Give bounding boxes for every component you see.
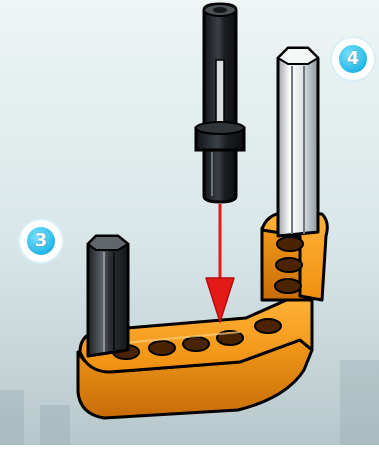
left-axle bbox=[88, 236, 128, 356]
step-3-label: 3 bbox=[27, 227, 55, 255]
step-4-label: 4 bbox=[339, 45, 367, 73]
right-axle bbox=[278, 48, 318, 236]
axle-pin-icon bbox=[196, 4, 244, 202]
step-4-badge: 4 bbox=[332, 38, 374, 80]
step-3-badge: 3 bbox=[20, 220, 62, 262]
